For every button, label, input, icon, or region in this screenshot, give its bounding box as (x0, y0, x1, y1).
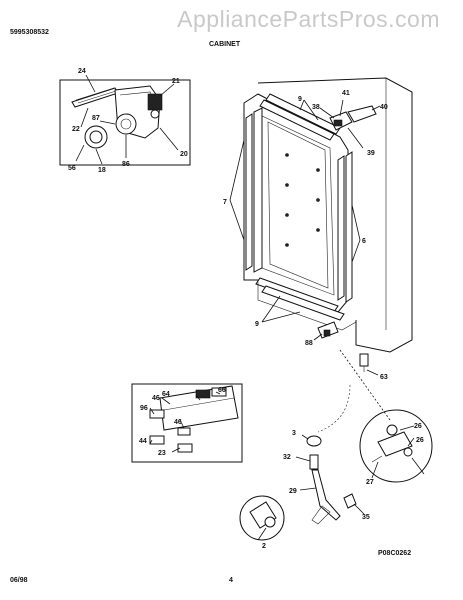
callout-9-bottom: 9 (255, 321, 259, 328)
callout-88: 88 (305, 340, 313, 347)
cabinet-top-trim-part (259, 99, 335, 141)
light-inset-frame (59, 79, 191, 166)
callout-96: 96 (140, 405, 148, 412)
callout-26-a: 26 (414, 423, 422, 430)
diagram-code: P08C0262 (378, 550, 411, 557)
callout-66: 66 (218, 387, 226, 394)
hinge-assembly (319, 99, 381, 149)
callout-22: 22 (72, 126, 80, 133)
callout-40: 40 (380, 104, 388, 111)
thermostat-control-part (115, 113, 137, 135)
drain-dash-line (317, 384, 351, 433)
callout-41: 41 (342, 90, 350, 97)
callout-23: 23 (158, 450, 166, 457)
control-panel-inset (131, 383, 243, 463)
callout-86: 86 (122, 161, 130, 168)
callout-32: 32 (283, 454, 291, 461)
callout-39: 39 (367, 150, 375, 157)
callout-18: 18 (98, 167, 106, 174)
document-number: 5995308532 (10, 29, 49, 36)
callout-20: 20 (180, 151, 188, 158)
drain-fitting-part (309, 454, 319, 470)
callout-26-b: 26 (416, 437, 424, 444)
light-socket-part (147, 93, 163, 111)
footer-page-number: 4 (229, 577, 233, 584)
callout-24: 24 (78, 68, 86, 75)
callout-44: 44 (139, 438, 147, 445)
hinge-detail-circle (359, 409, 433, 483)
callout-87: 87 (92, 115, 100, 122)
cabinet-body (243, 77, 413, 353)
control-inset-frame (131, 383, 243, 463)
callout-labels: 24 21 22 87 20 56 18 86 9 41 38 40 39 7 … (68, 68, 424, 550)
callout-63: 63 (380, 374, 388, 381)
drain-assembly (239, 434, 365, 541)
callout-46-a: 46 (152, 395, 160, 402)
cabinet-side-trim-part (245, 113, 253, 271)
callout-46-b: 46 (174, 419, 182, 426)
drain-pan-circle (239, 495, 285, 541)
control-switch-part (149, 409, 165, 419)
callout-21: 21 (172, 78, 180, 85)
bottom-hinge-and-leg (313, 321, 379, 376)
drain-tube-part (311, 469, 341, 521)
callout-3: 3 (292, 430, 296, 437)
callout-35: 35 (362, 514, 370, 521)
callout-2: 2 (262, 543, 266, 550)
drain-cap-part (306, 435, 322, 447)
watermark: AppliancePartsPros.com (177, 6, 440, 32)
callout-29: 29 (289, 488, 297, 495)
callout-7: 7 (223, 199, 227, 206)
section-title: CABINET (209, 41, 241, 48)
callout-6: 6 (362, 238, 366, 245)
hinge-detail-part (377, 431, 413, 457)
drain-clip-part (343, 493, 357, 509)
callout-56: 56 (68, 165, 76, 172)
callout-9-top: 9 (298, 96, 302, 103)
callout-64: 64 (162, 391, 170, 398)
callout-27: 27 (366, 479, 374, 486)
light-assembly-inset (59, 74, 191, 166)
leveling-leg-part (359, 353, 369, 367)
footer-date: 06/98 (10, 577, 28, 584)
callout-38: 38 (312, 104, 320, 111)
hinge-detail-inset (359, 409, 433, 483)
